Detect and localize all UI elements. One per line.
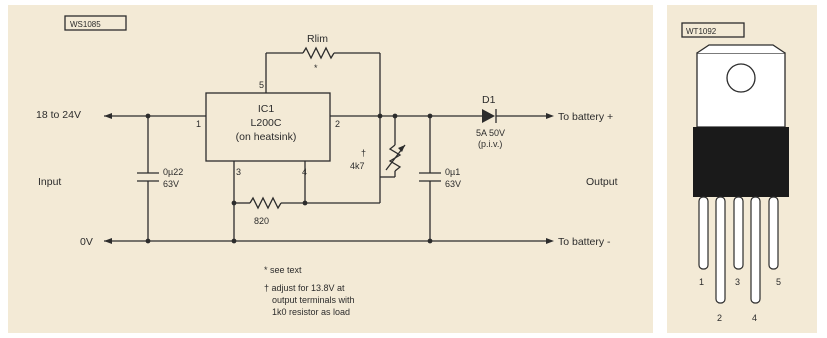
figure-id-label: WS1085 [70, 20, 101, 29]
package-drawing: WT1092 1 2 3 4 5 [681, 22, 789, 323]
footnote-dagger-1: † adjust for 13.8V at [264, 283, 345, 293]
footnote-dagger-3: 1k0 resistor as load [272, 307, 350, 317]
ic1-note: (on heatsink) [236, 131, 297, 143]
ic1-pin-3: 3 [236, 167, 241, 177]
schematic-drawing: WS1085 18 to 24V IC1 L200C (on heatsink)… [36, 15, 618, 317]
footnote-star: * see text [264, 265, 302, 275]
to-battery-pos-label: To battery + [558, 111, 613, 123]
resistor-820 [249, 196, 282, 210]
package-figure-id-box [681, 22, 745, 38]
c-in-value: 0µ22 [163, 167, 183, 177]
lead-3 [733, 196, 744, 270]
lead-5 [768, 196, 779, 270]
diode-piv: (p.i.v.) [478, 139, 502, 149]
package-body [693, 127, 789, 197]
rlim-resistor [302, 46, 335, 60]
input-label: Input [38, 176, 61, 188]
diode-d1-body [482, 109, 495, 123]
lead-2 [715, 196, 726, 304]
lead-label-2: 2 [717, 313, 722, 323]
ground-label: 0V [80, 236, 93, 248]
input-voltage-label: 18 to 24V [36, 109, 81, 121]
rlim-label: Rlim [307, 33, 328, 45]
ic1-pin-2: 2 [335, 119, 340, 129]
pot-label: 4k7 [350, 161, 365, 171]
output-label: Output [586, 176, 618, 188]
diode-ref: D1 [482, 94, 496, 106]
lead-label-1: 1 [699, 277, 704, 287]
battery-neg-arrow [546, 238, 554, 244]
battery-pos-arrow [546, 113, 554, 119]
package-figure-id-label: WT1092 [686, 27, 717, 36]
rlim-mark: * [314, 63, 318, 73]
package-panel: WT1092 1 2 3 4 5 [667, 5, 817, 333]
lead-4 [750, 196, 761, 304]
ic1-pin-5: 5 [259, 80, 264, 90]
schematic-panel: WS1085 18 to 24V IC1 L200C (on heatsink)… [8, 5, 653, 333]
ic1-pin-1: 1 [196, 119, 201, 129]
ic1-part: L200C [251, 117, 282, 129]
package-leads [698, 196, 779, 304]
ic1-box [205, 92, 331, 162]
lead-1 [698, 196, 709, 270]
c-out-value: 0µ1 [445, 167, 460, 177]
to-battery-neg-label: To battery - [558, 236, 611, 248]
lead-label-3: 3 [735, 277, 740, 287]
pot-mark: † [361, 148, 366, 158]
mounting-hole [726, 63, 756, 93]
figure-id-box [64, 15, 127, 31]
c-out-voltage: 63V [445, 179, 461, 189]
footnote-dagger-2: output terminals with [272, 295, 355, 305]
c-in-voltage: 63V [163, 179, 179, 189]
lead-label-4: 4 [752, 313, 757, 323]
lead-label-5: 5 [776, 277, 781, 287]
ic1-ref: IC1 [258, 103, 275, 115]
diode-rating: 5A 50V [476, 128, 505, 138]
resistor-820-label: 820 [254, 216, 269, 226]
